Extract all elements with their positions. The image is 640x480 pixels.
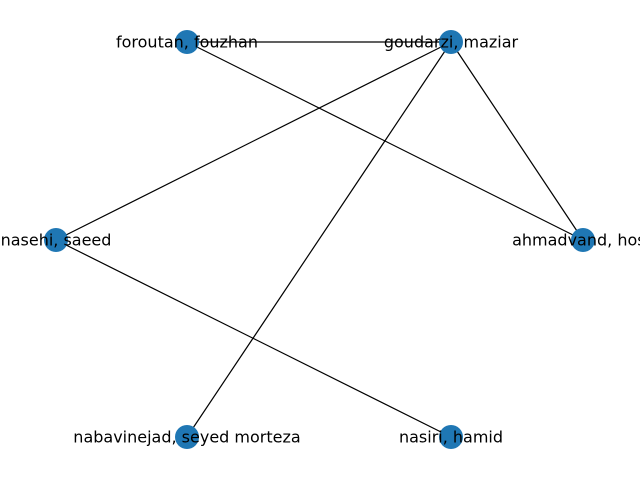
- node-ahmadvand: [571, 228, 595, 252]
- edge-goudarzi-nabavinejad: [186, 41, 452, 438]
- node-foroutan: [175, 30, 199, 54]
- edge-goudarzi-nasehi: [55, 41, 452, 241]
- node-label-nasehi: nasehi, saeed: [1, 231, 112, 250]
- edge-layer: [55, 41, 584, 438]
- node-label-goudarzi: goudarzi, maziar: [384, 33, 519, 52]
- node-label-foroutan: foroutan, fouzhan: [116, 33, 258, 52]
- edge-goudarzi-ahmadvand: [450, 41, 584, 241]
- node-label-nabavinejad: nabavinejad, seyed morteza: [73, 428, 300, 447]
- edge-nasehi-nasiri: [55, 239, 452, 438]
- node-nasehi: [44, 228, 68, 252]
- node-nabavinejad: [175, 425, 199, 449]
- node-label-nasiri: nasiri, hamid: [399, 428, 503, 447]
- label-layer: foroutan, fouzhan goudarzi, maziar nasehi,…: [1, 33, 640, 447]
- node-nasiri: [439, 425, 463, 449]
- node-label-ahmadvand: ahmadvand, hoss: [512, 231, 640, 250]
- node-layer: [44, 30, 595, 449]
- node-goudarzi: [439, 30, 463, 54]
